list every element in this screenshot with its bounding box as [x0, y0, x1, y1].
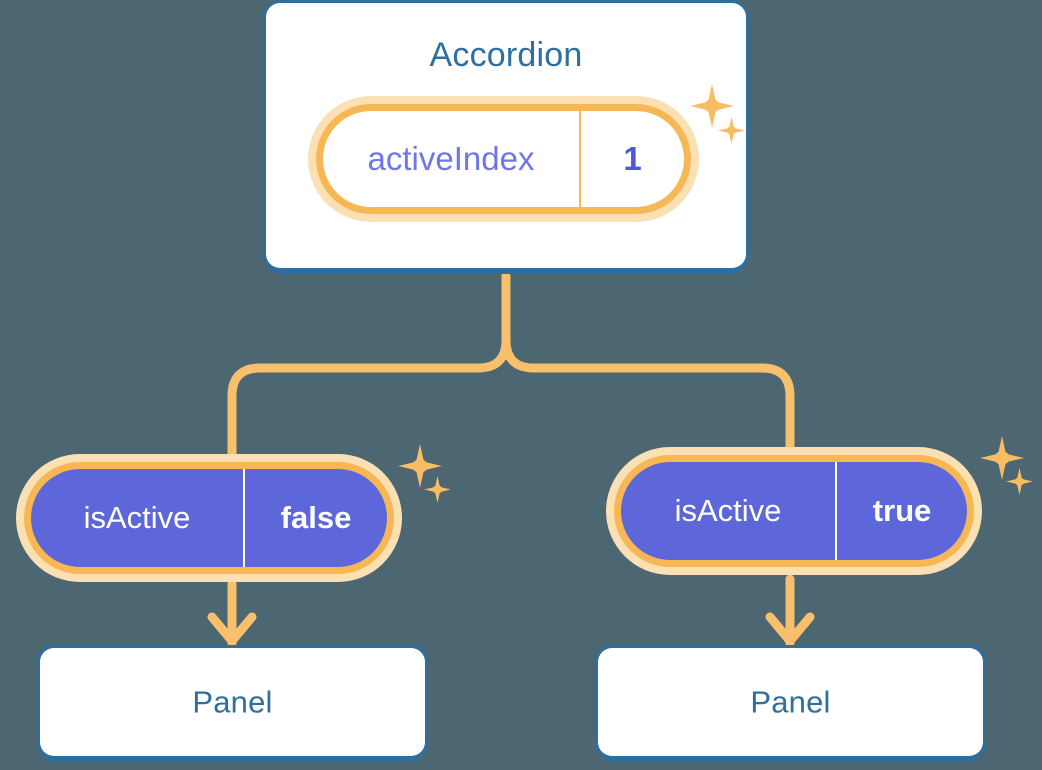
- state-badge-active-index[interactable]: activeIndex 1: [316, 104, 691, 214]
- pill-body: activeIndex 1: [316, 104, 691, 214]
- page-title: Accordion: [429, 36, 583, 74]
- state-value-label: false: [280, 500, 352, 535]
- panel-card-right: Panel: [598, 648, 983, 756]
- sparkle-icon: [398, 444, 442, 488]
- state-key-label: isActive: [31, 469, 245, 567]
- state-value-label: 1: [623, 140, 642, 177]
- branch-left-line: [227, 335, 511, 467]
- arrow-right-head: [765, 612, 815, 646]
- state-value-label: true: [872, 493, 932, 528]
- arrow-left-head: [207, 612, 257, 646]
- state-key-label: isActive: [621, 462, 837, 560]
- state-badge-is-active-false[interactable]: isActive false: [24, 462, 394, 574]
- state-badge-is-active-true[interactable]: isActive true: [614, 455, 974, 567]
- panel-card-left: Panel: [40, 648, 425, 756]
- pill-body: isActive false: [24, 462, 394, 574]
- panel-title: Panel: [192, 684, 273, 720]
- panel-title: Panel: [750, 684, 831, 720]
- pill-body: isActive true: [614, 455, 974, 567]
- sparkle-small-icon: [424, 476, 451, 503]
- sparkle-icon: [980, 436, 1024, 480]
- sparkle-small-icon: [1006, 468, 1033, 495]
- state-key-label: activeIndex: [323, 111, 581, 207]
- branch-right-line: [501, 335, 795, 463]
